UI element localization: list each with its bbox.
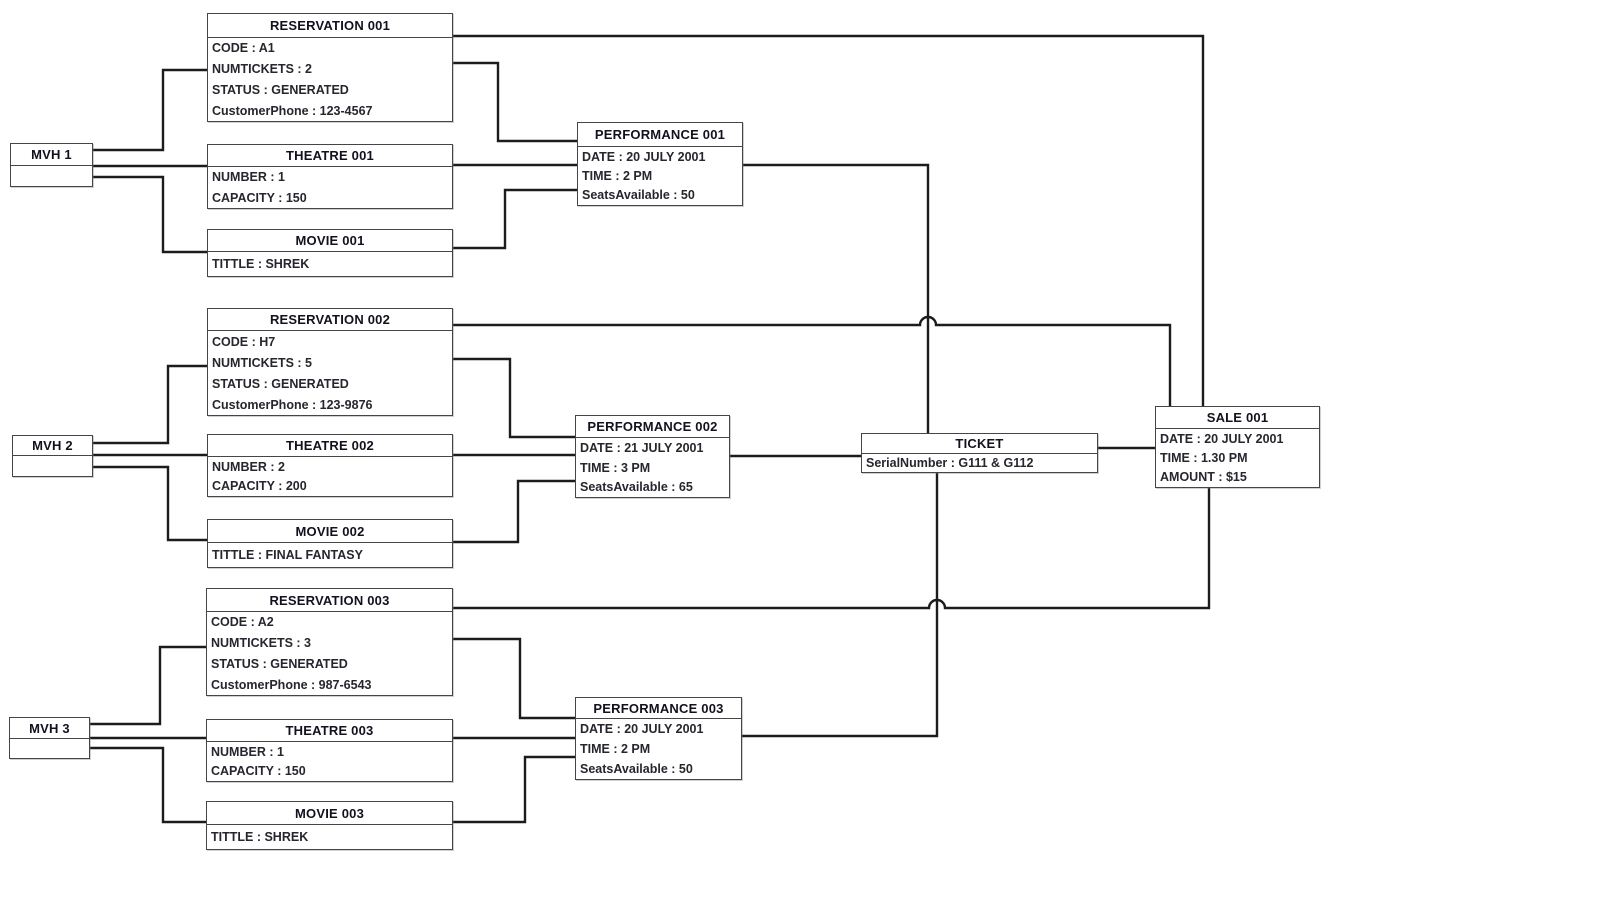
entity-attribute: NUMTICKETS : 2 (212, 62, 312, 77)
entity-attribute: DATE : 20 JULY 2001 (582, 149, 706, 164)
entity-title: THEATRE 003 (207, 720, 452, 742)
entity-attribute: STATUS : GENERATED (212, 82, 349, 97)
entity-attribute: CustomerPhone : 123-4567 (212, 103, 373, 118)
entity-title: RESERVATION 003 (207, 589, 452, 612)
entity-attribute: CustomerPhone : 987-6543 (211, 677, 372, 692)
connector-mvh3-movie003 (88, 746, 208, 824)
connector-movie003-performance003 (451, 755, 577, 824)
entity-attribute: SeatsAvailable : 50 (582, 188, 695, 203)
entity-attribute: DATE : 20 JULY 2001 (580, 722, 704, 736)
entity-title: MVH 1 (11, 144, 92, 166)
entity-attribute: NUMTICKETS : 3 (211, 636, 311, 651)
entity-attribute: NUMTICKETS : 5 (212, 355, 312, 370)
entity-attribute: TIME : 2 PM (582, 168, 653, 183)
connector-mvh2-reservation002 (91, 364, 209, 445)
entity-attribute: STATUS : GENERATED (212, 376, 349, 391)
entity-attribute: DATE : 20 JULY 2001 (1160, 431, 1284, 446)
connector-mvh2-movie002 (91, 465, 209, 542)
connector-reservation001-performance001 (451, 61, 579, 143)
entity-attribute: STATUS : GENERATED (211, 656, 348, 671)
entity-movie-002: MOVIE 002 TITTLE : FINAL FANTASY (207, 519, 453, 568)
entity-attribute: NUMBER : 2 (212, 459, 285, 474)
entity-attribute: TITTLE : SHREK (211, 830, 309, 844)
entity-title: THEATRE 001 (208, 145, 452, 167)
connector-reservation002-sale001 (451, 315, 1172, 408)
entity-attribute: CAPACITY : 150 (212, 190, 307, 205)
entity-title: PERFORMANCE 001 (578, 123, 742, 147)
entity-movie-001: MOVIE 001 TITTLE : SHREK (207, 229, 453, 277)
entity-mvh-1: MVH 1 (10, 143, 93, 187)
entity-title: MOVIE 001 (208, 230, 452, 252)
connector-performance003-ticket (740, 471, 939, 738)
entity-attribute: TIME : 3 PM (580, 460, 651, 475)
entity-attribute: SerialNumber : G111 & G112 (866, 456, 1034, 470)
entity-performance-001: PERFORMANCE 001 DATE : 20 JULY 2001 TIME… (577, 122, 743, 206)
entity-title: TICKET (862, 434, 1097, 454)
empty-cell (11, 166, 92, 186)
entity-reservation-001: RESERVATION 001 CODE : A1 NUMTICKETS : 2… (207, 13, 453, 122)
entity-title: RESERVATION 001 (208, 14, 452, 38)
entity-sale-001: SALE 001 DATE : 20 JULY 2001 TIME : 1.30… (1155, 406, 1320, 488)
entity-attribute: AMOUNT : $15 (1160, 470, 1247, 485)
entity-title: PERFORMANCE 003 (576, 698, 741, 719)
entity-title: SALE 001 (1156, 407, 1319, 429)
entity-attribute: CODE : A2 (211, 615, 274, 630)
entity-performance-003: PERFORMANCE 003 DATE : 20 JULY 2001 TIME… (575, 697, 742, 780)
entity-attribute: TITTLE : FINAL FANTASY (212, 548, 363, 562)
connector-reservation001-sale001 (451, 34, 1205, 408)
connector-reservation002-performance002 (451, 357, 577, 439)
connector-mvh1-reservation001 (91, 68, 209, 152)
entity-attribute: SeatsAvailable : 65 (580, 480, 693, 495)
entity-mvh-3: MVH 3 (9, 717, 90, 759)
entity-attribute: NUMBER : 1 (211, 744, 284, 759)
entity-attribute: SeatsAvailable : 50 (580, 762, 693, 776)
entity-attribute: CODE : H7 (212, 334, 276, 349)
entity-title: MVH 2 (13, 436, 92, 456)
entity-theatre-001: THEATRE 001 NUMBER : 1 CAPACITY : 150 (207, 144, 453, 209)
connector-mvh3-reservation003 (88, 645, 208, 726)
entity-reservation-003: RESERVATION 003 CODE : A2 NUMTICKETS : 3… (206, 588, 453, 696)
entity-ticket: TICKET SerialNumber : G111 & G112 (861, 433, 1098, 473)
entity-title: PERFORMANCE 002 (576, 416, 729, 438)
entity-attribute: CustomerPhone : 123-9876 (212, 397, 373, 412)
entity-attribute: TIME : 2 PM (580, 742, 651, 756)
entity-attribute: CAPACITY : 150 (211, 764, 306, 779)
entity-performance-002: PERFORMANCE 002 DATE : 21 JULY 2001 TIME… (575, 415, 730, 498)
entity-attribute: TITTLE : SHREK (212, 257, 310, 271)
entity-theatre-002: THEATRE 002 NUMBER : 2 CAPACITY : 200 (207, 434, 453, 497)
connector-performance001-ticket (741, 163, 930, 435)
empty-cell (10, 739, 89, 758)
entity-attribute: CAPACITY : 200 (212, 479, 307, 494)
entity-movie-003: MOVIE 003 TITTLE : SHREK (206, 801, 453, 850)
entity-title: MOVIE 002 (208, 520, 452, 543)
entity-title: RESERVATION 002 (208, 309, 452, 331)
entity-theatre-003: THEATRE 003 NUMBER : 1 CAPACITY : 150 (206, 719, 453, 782)
connector-mvh1-movie001 (91, 175, 209, 254)
entity-attribute: TIME : 1.30 PM (1160, 450, 1248, 465)
entity-attribute: NUMBER : 1 (212, 170, 285, 185)
connector-movie001-performance001 (451, 188, 579, 250)
entity-attribute: CODE : A1 (212, 41, 275, 56)
entity-attribute: DATE : 21 JULY 2001 (580, 440, 704, 455)
entity-title: MOVIE 003 (207, 802, 452, 825)
entity-title: MVH 3 (10, 718, 89, 739)
connector-movie002-performance002 (451, 479, 577, 544)
connector-reservation003-sale001 (451, 486, 1211, 610)
entity-reservation-002: RESERVATION 002 CODE : H7 NUMTICKETS : 5… (207, 308, 453, 416)
empty-cell (13, 456, 92, 476)
entity-title: THEATRE 002 (208, 435, 452, 457)
connector-reservation003-performance003 (451, 637, 577, 720)
entity-mvh-2: MVH 2 (12, 435, 93, 477)
